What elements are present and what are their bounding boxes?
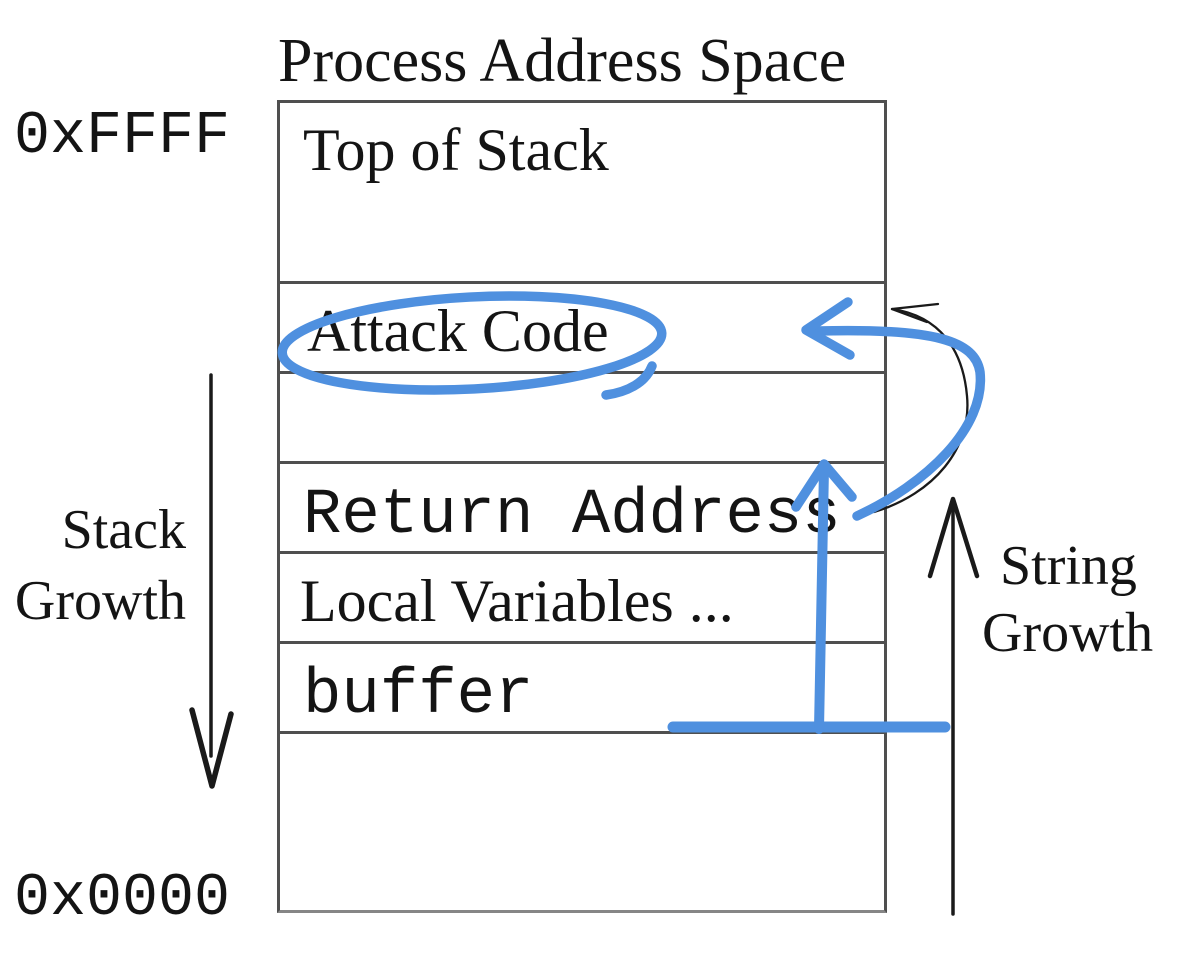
stack-growth-label-line2: Growth bbox=[14, 570, 186, 632]
divider-line bbox=[277, 281, 887, 284]
stack-growth-arrow bbox=[189, 373, 234, 789]
stack-growth-label-line1: Stack bbox=[61, 499, 186, 561]
section-label-local-variables: Local Variables ... bbox=[300, 568, 734, 634]
redirect-to-attack-code-arrow-black bbox=[872, 302, 969, 514]
page-title: Process Address Space bbox=[278, 27, 847, 95]
string-growth-label-line1: String bbox=[1000, 535, 1137, 597]
section-label-return-address: Return Address bbox=[303, 480, 841, 552]
address-label-bottom: 0x0000 bbox=[14, 865, 231, 933]
string-growth-arrow bbox=[927, 496, 980, 916]
section-label-top-of-stack: Top of Stack bbox=[303, 117, 609, 183]
divider-line bbox=[277, 461, 887, 464]
divider-line bbox=[277, 731, 887, 734]
section-label-buffer: buffer bbox=[303, 660, 534, 732]
divider-line bbox=[277, 551, 887, 554]
process-address-space-box bbox=[277, 100, 887, 913]
divider-line bbox=[277, 371, 887, 374]
divider-line bbox=[277, 641, 887, 644]
section-label-attack-code: Attack Code bbox=[307, 298, 609, 364]
string-growth-label-line2: Growth bbox=[982, 602, 1154, 664]
address-label-top: 0xFFFF bbox=[14, 103, 231, 171]
